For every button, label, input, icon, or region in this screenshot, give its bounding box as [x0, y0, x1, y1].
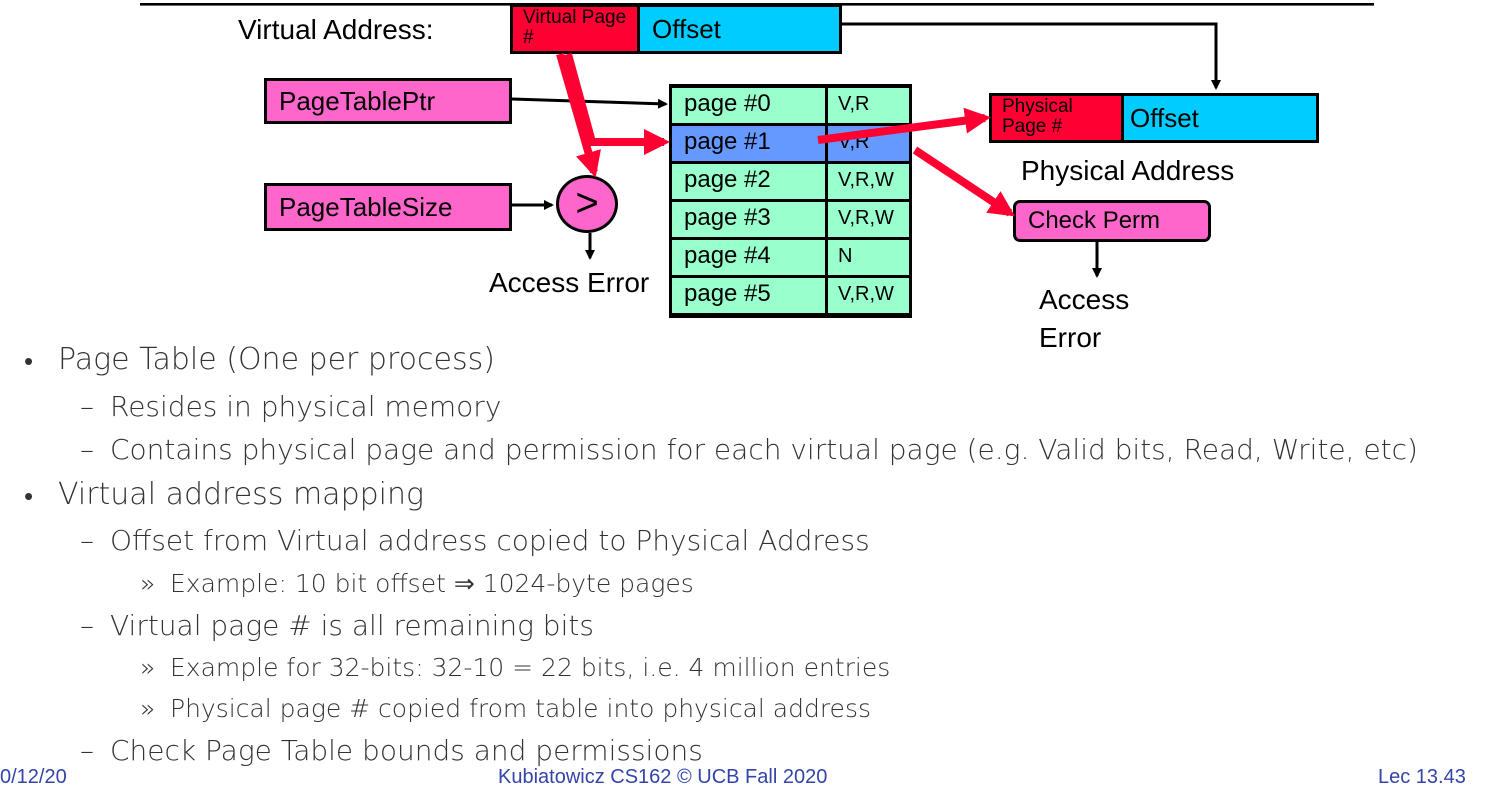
vpn-to-compare-arrow	[556, 52, 601, 178]
virtual-offset-field: Offset	[637, 4, 842, 54]
page-table-entry-perm: V,R	[828, 88, 909, 123]
virtual-address-label: Virtual Address:	[238, 14, 434, 45]
page-table-entry-page: page #5	[672, 278, 825, 313]
dash-marker: –	[80, 609, 94, 642]
bounds-comparator: >	[556, 175, 618, 233]
page-table-entry-page: page #0	[672, 88, 825, 123]
dash-marker: –	[80, 390, 94, 423]
chevron-marker: »	[140, 653, 156, 682]
bullet-offset-copied: Offset from Virtual address copied to Ph…	[110, 524, 870, 557]
page-table-entry-page: page #2	[672, 164, 825, 199]
physical-offset-field-text: Offset	[1130, 103, 1199, 133]
page-table-ptr-text: PageTablePtr	[279, 86, 436, 116]
page-table-entry-page: page #4	[672, 240, 825, 275]
page-table-size-text: PageTableSize	[279, 192, 453, 222]
bullet-va-mapping: Virtual address mapping	[58, 477, 425, 512]
table-to-checkperm-arrow	[912, 146, 1016, 217]
virtual-page-field-text: Virtual Page #	[523, 7, 627, 48]
bullet-example-32bit: Example for 32-bits: 32-10 = 22 bits, i.…	[170, 653, 891, 682]
bullet-marker: •	[24, 347, 34, 377]
physical-page-field-text: Physical Page #	[1002, 96, 1073, 137]
vpn-to-table-arrow	[564, 52, 670, 155]
physical-address-label: Physical Address	[1021, 155, 1235, 186]
offset-copy-arrow	[842, 22, 1221, 90]
bullet-page-table: Page Table (One per process)	[58, 342, 495, 377]
check-perm-box: Check Perm	[1013, 200, 1211, 242]
virtual-offset-field-text: Offset	[652, 14, 721, 44]
bullet-ppn-copied: Physical page # copied from table into p…	[170, 694, 871, 723]
page-table-entry-perm: N	[828, 240, 909, 275]
footer-course: Kubiatowicz CS162 © UCB Fall 2020	[498, 766, 828, 788]
access-error-perm-line1: Access	[1039, 284, 1130, 315]
page-table-entry-perm: V,R,W	[828, 164, 909, 199]
bullet-contains: Contains physical page and permission fo…	[110, 433, 1418, 466]
chevron-marker: »	[140, 569, 156, 598]
dash-marker: –	[80, 734, 94, 767]
bullet-marker: •	[24, 482, 34, 512]
page-table-size-register: PageTableSize	[264, 183, 512, 231]
comparator-symbol: >	[575, 181, 599, 225]
bullet-check-bounds: Check Page Table bounds and permissions	[110, 734, 703, 767]
bullet-example-offset: Example: 10 bit offset ⇒ 1024-byte pages	[170, 569, 694, 598]
access-error-perm-line2: Error	[1039, 322, 1102, 353]
page-table-ptr-arrow	[511, 97, 668, 109]
page-table-entry-perm: V,R,W	[828, 202, 909, 237]
footer-date: 0/12/20	[0, 766, 67, 788]
footer-lecture: Lec 13.43	[1378, 766, 1466, 788]
page-table-entry-perm: V,R,W	[828, 278, 909, 313]
dash-marker: –	[80, 433, 94, 466]
chevron-marker: »	[140, 694, 156, 723]
physical-offset-field: Offset	[1121, 93, 1319, 143]
table-to-physical-arrow	[817, 107, 991, 144]
dash-marker: –	[80, 524, 94, 557]
virtual-page-field: Virtual Page #	[510, 4, 640, 54]
access-error-bounds: Access Error	[489, 267, 650, 298]
page-table-entry-page: page #3	[672, 202, 825, 237]
page-table-entry-page: page #1	[672, 126, 825, 161]
bullet-vpn-remaining: Virtual page # is all remaining bits	[110, 609, 594, 642]
physical-page-field: Physical Page #	[989, 93, 1125, 143]
bullet-resides: Resides in physical memory	[110, 390, 502, 423]
page-table-ptr-register: PageTablePtr	[264, 78, 512, 124]
check-perm-text: Check Perm	[1028, 207, 1161, 234]
